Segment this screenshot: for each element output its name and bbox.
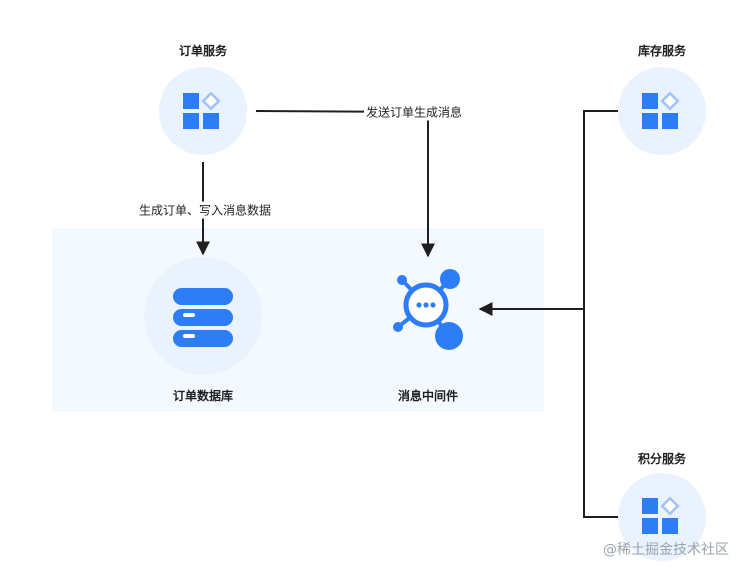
edge-order-to-middleware (255, 110, 435, 258)
blocks-diamond-icon (642, 496, 680, 534)
order-db-label: 订单数据库 (172, 389, 234, 403)
inventory-service-label: 库存服务 (637, 44, 687, 58)
order-db-node (144, 257, 262, 375)
message-middleware-label: 消息中间件 (397, 389, 459, 403)
send-message-label: 发送订单生成消息 (363, 103, 465, 121)
order-service-label: 订单服务 (178, 44, 228, 58)
message-hub-icon (393, 269, 463, 350)
storage-zone (52, 228, 544, 412)
watermark: @稀土掘金技术社区 (603, 542, 729, 558)
blocks-diamond-icon (642, 91, 680, 129)
inventory-service-node (618, 67, 706, 155)
write-db-label: 生成订单、写入消息数据 (136, 201, 274, 219)
blocks-diamond-icon (183, 91, 221, 129)
points-service-node (618, 473, 706, 561)
database-icon (173, 288, 233, 347)
points-service-label: 积分服务 (637, 452, 687, 466)
order-service-node (159, 67, 247, 155)
edge-bus-right (583, 110, 620, 518)
message-middleware-node (393, 269, 463, 350)
